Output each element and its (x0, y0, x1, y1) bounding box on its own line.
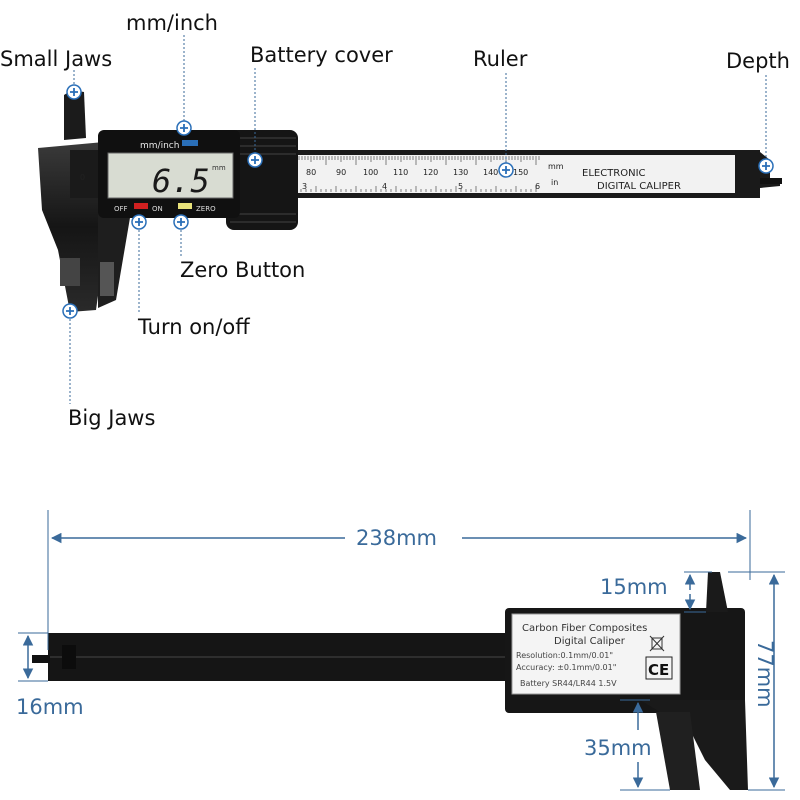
brand-line-2: DIGITAL CALIPER (597, 181, 681, 192)
small-jaws (64, 90, 86, 140)
scale-mm-label: 80 (306, 168, 316, 177)
depth-rod (760, 178, 782, 184)
battery-cover-ridges (230, 137, 296, 223)
callout-turn-on-off: Turn on/off (137, 315, 250, 339)
plus-marker-icon (758, 158, 774, 174)
spec-battery: Battery SR44/LR44 1.5V (520, 679, 617, 688)
zero-label: ZERO (196, 205, 216, 213)
scale-mm-label: 0 (80, 173, 85, 182)
mode-label: mm/inch (140, 141, 179, 151)
scale-mm-label: 130 (453, 168, 468, 177)
off-label: OFF (114, 205, 128, 213)
dim-jaw-bottom: 35mm (584, 736, 652, 760)
plus-marker-icon (247, 152, 263, 168)
ce-icon: CE (645, 656, 673, 680)
display-unit: mm (212, 164, 226, 172)
callout-small-jaws: Small Jaws (0, 47, 112, 71)
scale-mm-label: 140 (483, 168, 498, 177)
dim-jaw-top: 15mm (600, 575, 668, 599)
scale-unit-mm: mm (548, 162, 564, 171)
callout-depth: Depth (726, 49, 790, 73)
dim-height: 77mm (753, 640, 777, 708)
plus-markers (62, 84, 774, 319)
scale-unit-in: in (551, 178, 558, 187)
spec-label (511, 613, 681, 695)
scale-in-labels: 3 4 5 6 in (302, 178, 558, 191)
plus-marker-icon (176, 120, 192, 136)
spec-accuracy: Accuracy: ±0.1mm/0.01" (516, 663, 616, 672)
on-off-button[interactable] (134, 203, 148, 209)
callout-big-jaws: Big Jaws (68, 406, 155, 430)
plus-marker-icon (498, 162, 514, 178)
lcd-screen (107, 152, 234, 199)
plus-marker-icon (131, 214, 147, 230)
plus-marker-icon (62, 303, 78, 319)
scale-in-label: 6 (535, 182, 540, 191)
dim-length: 238mm (356, 526, 437, 550)
callout-mm-inch: mm/inch (126, 11, 218, 35)
mm-inch-button[interactable] (182, 140, 198, 146)
back-depth-rod (32, 655, 50, 663)
back-view: Carbon Fiber Composites Digital Caliper … (16, 510, 785, 791)
plus-marker-icon (66, 84, 82, 100)
dim-beam: 16mm (16, 695, 84, 719)
spec-title-1: Carbon Fiber Composites (522, 623, 647, 634)
callout-zero-button: Zero Button (180, 258, 305, 282)
scale-mm-labels: 0 80 90 100 110 120 130 140 150 mm (80, 162, 564, 182)
back-top-jaw (706, 572, 728, 612)
scale-in-label: 5 (458, 182, 463, 191)
plus-marker-icon (173, 214, 189, 230)
bin-icon (649, 635, 665, 652)
scale-in-label: 3 (302, 182, 307, 191)
brand-line-1: ELECTRONIC (582, 168, 646, 179)
spec-resolution: Resolution:0.1mm/0.01" (516, 651, 613, 660)
callout-ruler: Ruler (473, 47, 528, 71)
display-value: 6.5 (152, 162, 210, 200)
callout-battery-cover: Battery cover (250, 43, 393, 67)
spec-title-2: Digital Caliper (554, 636, 626, 647)
on-label: ON (152, 205, 163, 213)
scale-mm-label: 120 (423, 168, 438, 177)
ce-mark: CE (648, 661, 669, 679)
scale-mm-label: 90 (336, 168, 346, 177)
front-view: 0 80 90 100 110 120 130 140 150 mm 3 4 5… (0, 11, 790, 430)
zero-button[interactable] (178, 203, 192, 209)
scale-ticks (295, 156, 540, 192)
scale-mm-label: 110 (393, 168, 408, 177)
scale-mm-label: 150 (513, 168, 528, 177)
scale-in-label: 4 (382, 182, 387, 191)
back-bottom-jaws (640, 700, 748, 790)
scale-mm-label: 100 (363, 168, 378, 177)
callout-leaders (69, 35, 767, 404)
